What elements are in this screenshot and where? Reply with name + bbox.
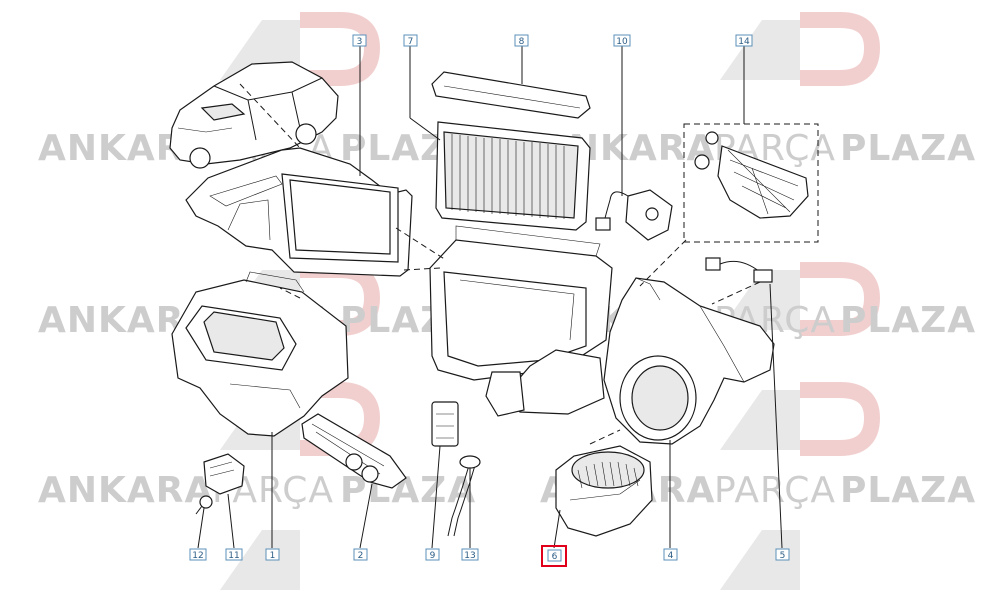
watermark-text-right: PLAZA — [840, 128, 976, 169]
part-heater-unit — [171, 271, 349, 437]
part-ac-pipe — [447, 455, 481, 537]
watermark-logo-top — [220, 11, 881, 86]
callout-13: 13 — [461, 548, 479, 561]
callout-label: 4 — [668, 551, 674, 561]
watermark-text-right: PLAZA — [840, 300, 976, 341]
car-illustration — [169, 61, 339, 169]
callout-10: 10 — [613, 34, 631, 47]
part-flap-motor — [595, 189, 673, 241]
callout-label: 5 — [780, 551, 786, 561]
callout-label: 8 — [519, 37, 525, 47]
callout-label: 1 — [270, 551, 276, 561]
callout-1: 1 — [265, 548, 280, 561]
callout-label: 12 — [192, 551, 203, 561]
part-air-duct — [185, 147, 413, 277]
part-connector-harness — [705, 257, 773, 283]
callout-11: 11 — [225, 548, 243, 561]
part-blower-housing — [603, 277, 775, 445]
callout-3: 3 — [352, 34, 367, 47]
callout-label: 6 — [552, 552, 558, 562]
part-heater-housing — [429, 225, 613, 417]
watermark-text-mid: PARÇA — [714, 470, 836, 511]
callout-label: 2 — [358, 551, 364, 561]
watermark-text-right: PLAZA — [840, 470, 976, 511]
callout-label: 9 — [430, 551, 436, 561]
callout-2: 2 — [353, 548, 368, 561]
part-cabin-filter — [435, 121, 591, 231]
part-blower-motor — [555, 445, 653, 537]
part-blower-resistor — [203, 453, 245, 495]
part-recirc-flap — [683, 123, 819, 243]
part-expansion-valve — [431, 401, 459, 447]
callout-12: 12 — [189, 548, 207, 561]
part-heater-core — [301, 413, 407, 489]
callout-5: 5 — [775, 548, 790, 561]
leader-lines — [197, 46, 783, 549]
callout-label: 13 — [464, 551, 475, 561]
part-filter-cover — [431, 71, 591, 119]
callout-label: 11 — [228, 551, 239, 561]
callout-6-highlighted: 6 — [541, 545, 567, 567]
filter-pleats — [451, 134, 565, 219]
callout-14: 14 — [735, 34, 753, 47]
callout-4: 4 — [663, 548, 678, 561]
assembly-guide-lines — [239, 83, 761, 445]
callout-7: 7 — [403, 34, 418, 47]
callout-label: 14 — [738, 37, 750, 47]
callout-9: 9 — [425, 548, 440, 561]
callout-label: 10 — [616, 37, 628, 47]
callout-label: 7 — [408, 37, 414, 47]
blower-fan-blades — [577, 461, 639, 489]
part-screw — [195, 495, 213, 515]
watermark-text-left: ANKARA — [38, 470, 213, 511]
callout-label: 3 — [357, 37, 363, 47]
callout-8: 8 — [514, 34, 529, 47]
